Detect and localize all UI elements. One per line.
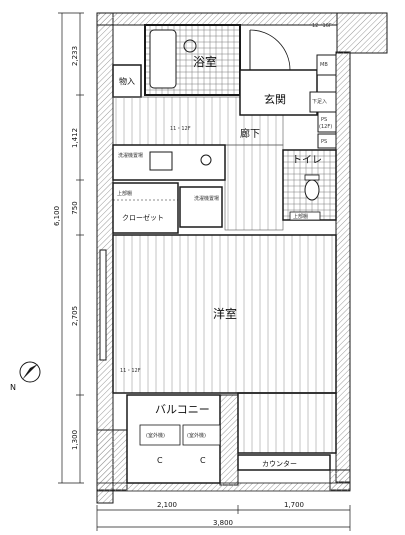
shoe-box-label: 下足入 (312, 99, 327, 105)
horizontal-dimensions: 2,100 1,700 3,800 (96, 501, 351, 531)
washer-space-label-1: 洗濯機置場 (118, 152, 143, 159)
compass-label: N (10, 383, 16, 392)
balcony-ac-2-label: (室外機) (187, 432, 206, 439)
note-11-12f-label-2: 11・12F (120, 368, 141, 374)
washer-space-label-2: 洗濯機置場 (194, 195, 219, 202)
ps-1-sub-label: (12F) (319, 124, 332, 130)
ps-2-label: PS (321, 139, 327, 145)
dim-v-1: 2,233 (71, 46, 79, 66)
entrance: 玄関 (239, 29, 318, 116)
balcony-label: バルコニー (155, 403, 210, 416)
upper-shelf-1-label: 上部棚 (117, 190, 132, 197)
utility-column: MB 12~16F 下足入 PS (12F) PS (309, 23, 337, 149)
dim-v-5: 1,300 (71, 430, 79, 450)
compass: N (10, 361, 41, 392)
balcony: バルコニー (室外機) (室外機) C C (126, 394, 221, 484)
dim-v-4: 2,705 (71, 306, 79, 326)
closet-area: 上部棚 クローゼット 洗濯機置場 (112, 182, 223, 234)
balcony-ac-1-label: (室外機) (146, 432, 165, 439)
toilet-room: トイレ 上部棚 (282, 149, 337, 221)
dim-v-2: 1,412 (71, 128, 79, 148)
kitchen: 洗濯機置場 (112, 144, 226, 181)
toilet-label: トイレ (292, 155, 322, 166)
storage: 物入 (112, 64, 142, 98)
counter: カウンター (237, 454, 331, 471)
dim-h-1: 2,100 (157, 501, 177, 509)
note-top-label: 12~16F (312, 23, 332, 29)
dim-h-2: 1,700 (284, 501, 304, 509)
dim-v-total: 6,100 (53, 206, 61, 226)
bathroom: 浴室 (144, 24, 241, 96)
dim-h-total: 3,800 (213, 519, 233, 527)
western-room-label: 洋室 (213, 306, 237, 321)
bathroom-label: 浴室 (193, 54, 217, 69)
balcony-c-2-label: C (200, 456, 206, 465)
corridor-label: 廊下 (240, 127, 260, 140)
entrance-label: 玄関 (264, 92, 286, 106)
dim-v-3: 750 (71, 201, 79, 214)
counter-label: カウンター (262, 459, 297, 468)
upper-shelf-2-label: 上部棚 (293, 213, 308, 220)
structural-walls (96, 12, 388, 504)
ps-1-label: PS (321, 117, 327, 123)
closet-label: クローゼット (122, 213, 164, 222)
mb-label: MB (320, 62, 328, 68)
storage-label: 物入 (119, 76, 135, 86)
balcony-c-1-label: C (157, 456, 163, 465)
vertical-dimensions: 2,233 1,412 750 2,705 1,300 6,100 (53, 12, 84, 484)
note-11-12f-label-1: 11・12F (170, 126, 191, 132)
western-room: 洋室 11・12F (99, 234, 337, 454)
